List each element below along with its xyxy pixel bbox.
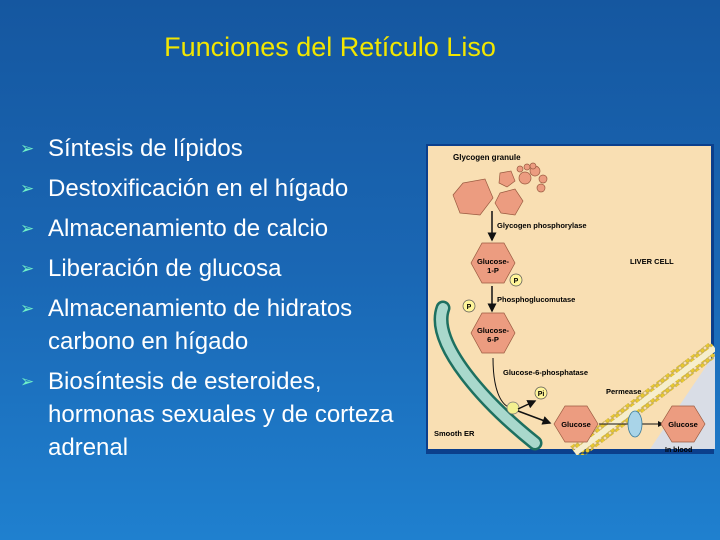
bullet-text: Destoxificación en el hígado [48, 175, 349, 202]
permease-icon [627, 410, 643, 438]
arrowhead-bullet-icon: ➢ [20, 139, 35, 158]
label-glucose: Glucose [561, 420, 591, 429]
label-glycogen-granule: Glycogen granule [453, 153, 521, 162]
glucose-6p-hexagon [470, 312, 516, 354]
bullet-text: Síntesis de lípidos [48, 135, 243, 162]
enzyme-icon [506, 401, 520, 415]
bullet-item: ➢ Síntesis de lípidos [20, 132, 420, 165]
glucose-hexagon [660, 405, 706, 443]
label-glucose-6-phosphatase: Glucose-6-phosphatase [503, 368, 588, 377]
bullet-item: ➢ Almacenamiento de hidratos carbono en h… [20, 292, 420, 358]
glucose-1p-hexagon [470, 242, 516, 284]
bullet-text: Biosíntesis de esteroides, hormonas sexu… [48, 368, 394, 461]
label-in-blood: In blood [665, 447, 692, 454]
phosphate-icon [534, 386, 548, 400]
arrowhead-bullet-icon: ➢ [20, 179, 35, 198]
label-glucose: Glucose [668, 420, 698, 429]
arrowhead-bullet-icon: ➢ [20, 372, 35, 391]
label-liver-cell: LIVER CELL [630, 257, 674, 266]
label-glucose-1p: 1-P [487, 266, 499, 275]
label-permease: Permease [606, 387, 641, 396]
bullet-list: ➢ Síntesis de lípidos ➢ Destoxificación en… [20, 132, 420, 471]
bullet-text: Almacenamiento de hidratos carbono en hí… [48, 295, 353, 355]
label-glucose-1p: Glucose- [477, 257, 510, 266]
label-glucose-6p: 6-P [487, 335, 499, 344]
bullet-item: ➢ Biosíntesis de esteroides, hormonas sex… [20, 365, 420, 464]
glucose-hexagon [553, 405, 599, 443]
label-p: P [467, 304, 472, 311]
bullet-text: Almacenamiento de calcio [48, 215, 329, 242]
label-glucose-6p: Glucose- [477, 326, 510, 335]
bullet-item: ➢ Destoxificación en el hígado [20, 172, 420, 205]
phosphate-icon [462, 299, 476, 313]
label-glycogen-phosphorylase: Glycogen phosphorylase [497, 221, 587, 230]
phosphate-icon [509, 273, 523, 287]
label-p: P [514, 278, 519, 285]
arrowhead-bullet-icon: ➢ [20, 299, 35, 318]
arrowhead-bullet-icon: ➢ [20, 259, 35, 278]
slide-title: Funciones del Retículo Liso [164, 32, 496, 62]
bullet-item: ➢ Liberación de glucosa [20, 252, 420, 285]
bullet-item: ➢ Almacenamiento de calcio [20, 212, 420, 245]
glycogen-granule-shape [452, 162, 548, 216]
label-pi: Pi [538, 391, 545, 398]
label-phosphoglucomutase: Phosphoglucomutase [497, 295, 575, 304]
label-smooth-er: Smooth ER [434, 429, 475, 438]
liver-cell-diagram: Glycogen granule Glycogen phosphorylase … [425, 143, 720, 460]
bullet-text: Liberación de glucosa [48, 255, 282, 282]
arrowhead-bullet-icon: ➢ [20, 219, 35, 238]
